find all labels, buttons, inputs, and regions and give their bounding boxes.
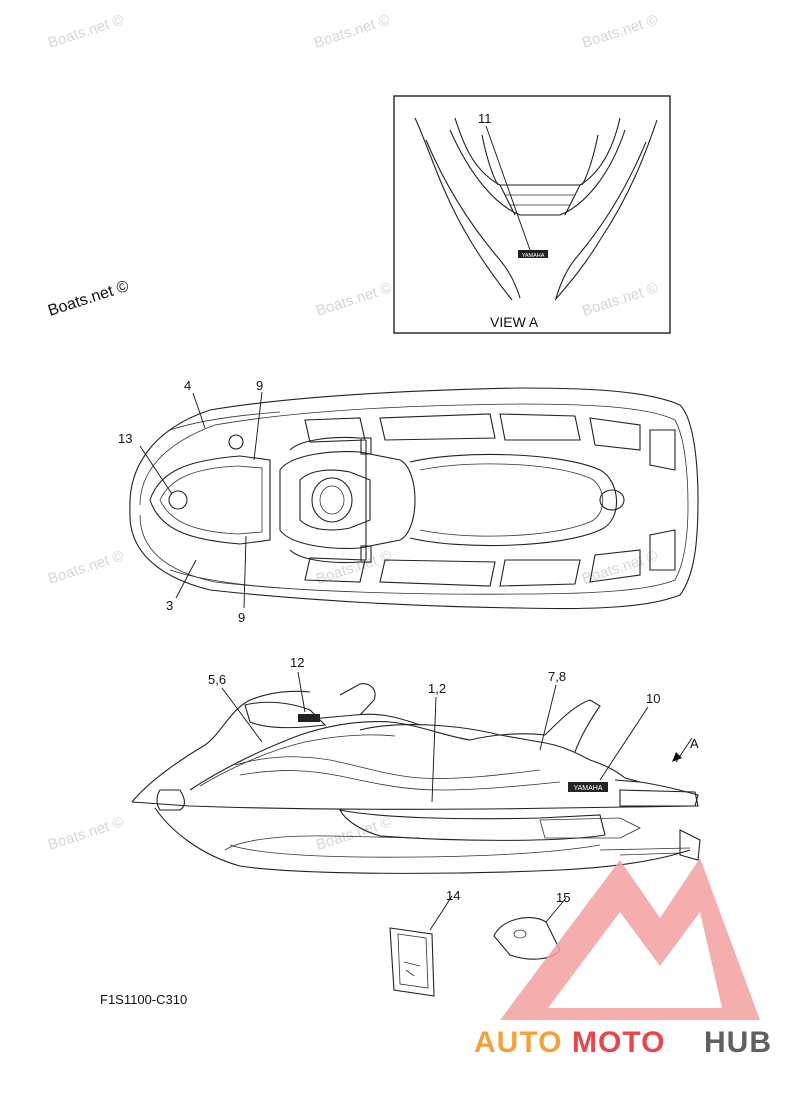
top-view-watercraft: 4 9 13 3 9 [118, 378, 699, 625]
automotohub-logo: AUTO MOTO HUB [474, 858, 772, 1059]
yamaha-decal [518, 250, 548, 258]
watermark: Boats.net © [314, 813, 394, 853]
watermark-prominent: Boats.net © [46, 278, 131, 320]
watermark: Boats.net © [46, 547, 126, 587]
callout-9-top: 9 [256, 378, 263, 393]
watermark: Boats.net © [580, 11, 660, 51]
view-arrow-a: A [690, 736, 699, 751]
side-view-watercraft: YAMAHA 5,6 12 1,2 7,8 10 A [131, 655, 701, 874]
logo-text-hub: HUB [704, 1026, 772, 1059]
part-14: 14 [389, 888, 460, 997]
decal-12 [298, 714, 320, 722]
watermark: Boats.net © [314, 279, 394, 319]
yamaha-decal-text: YAMAHA [522, 253, 545, 259]
logo-text-auto: AUTO [474, 1026, 562, 1059]
callout-5-6: 5,6 [208, 672, 226, 687]
callout-9-bottom: 9 [238, 610, 245, 625]
diagram-code: F1S1100-C310 [100, 992, 187, 1007]
callout-4: 4 [184, 378, 191, 393]
callout-14: 14 [446, 888, 460, 903]
watermark: Boats.net © [580, 279, 660, 319]
callout-10: 10 [646, 691, 660, 706]
logo-text-moto: MOTO [572, 1026, 665, 1059]
inset-frame [393, 95, 671, 334]
watermark: Boats.net © [312, 11, 392, 51]
view-a-label: VIEW A [490, 314, 539, 330]
callout-7-8: 7,8 [548, 669, 566, 684]
watermark: Boats.net © [46, 813, 126, 853]
yamaha-side-decal [568, 782, 608, 792]
view-a-inset: YAMAHA 11 VIEW A [393, 95, 671, 334]
logo-triangle-mark [500, 858, 760, 1020]
callout-12: 12 [290, 655, 304, 670]
watermarks: Boats.net © Boats.net © Boats.net © Boat… [46, 11, 660, 853]
callout-13: 13 [118, 431, 132, 446]
callout-15: 15 [556, 890, 570, 905]
callout-1-2: 1,2 [428, 681, 446, 696]
part-15: 15 [493, 890, 570, 960]
callout-3: 3 [166, 598, 173, 613]
watermark: Boats.net © [46, 11, 126, 51]
callout-11: 11 [478, 111, 492, 126]
yamaha-side-decal-text: YAMAHA [573, 785, 602, 792]
